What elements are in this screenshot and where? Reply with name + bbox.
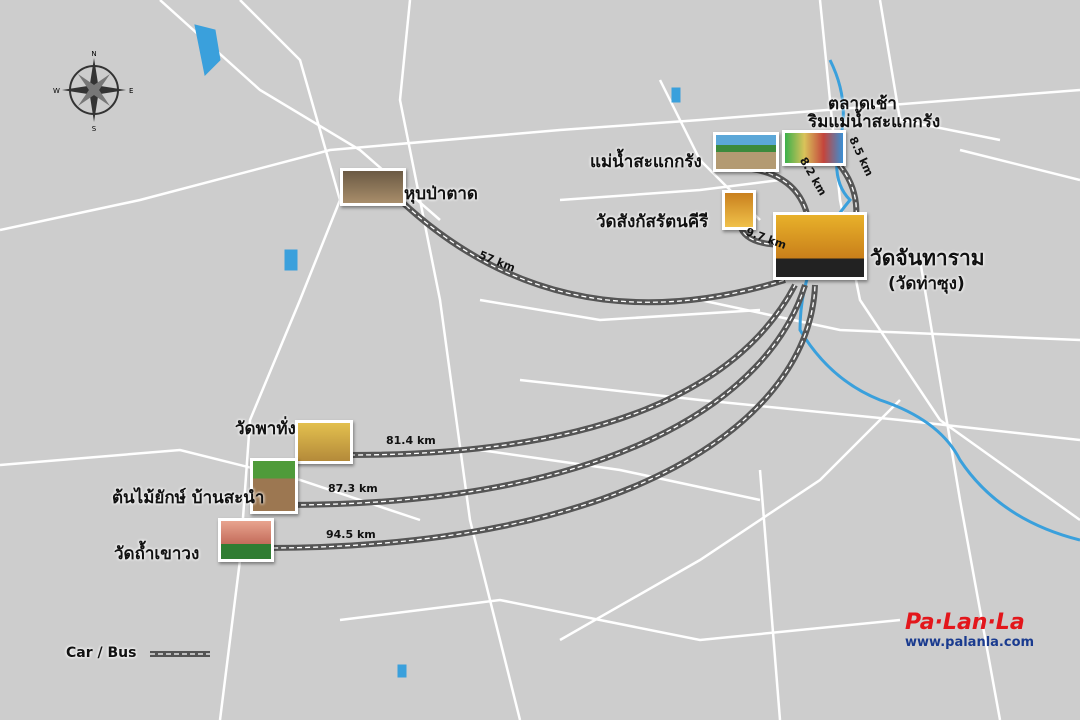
palanla-logo: Pa·Lan·La www.palanla.com: [905, 610, 1034, 650]
route-wat-tham-khao-wong: [264, 284, 818, 551]
legend-label: Car / Bus: [66, 645, 137, 661]
label-wat-pha-thang: วัดพาทั่ง: [235, 419, 296, 439]
label-hub: วัดจันทาราม: [870, 246, 985, 270]
label-river: แม่น้ำสะแกกรัง: [590, 152, 702, 172]
river-icon: [713, 132, 779, 172]
distance-giant-tree: 87.3 km: [328, 482, 378, 495]
wat-pha-thang-icon: [295, 420, 353, 464]
thup-pa-tat-icon: [340, 168, 406, 206]
label-thup-pa-tat: หุบป่าตาด: [404, 184, 478, 204]
wat-tham-khao-wong-icon: [218, 518, 274, 562]
routes: [264, 157, 860, 551]
compass-s: S: [92, 125, 97, 133]
compass-n: N: [91, 50, 96, 58]
wat-sangkat-icon: [722, 190, 756, 230]
hub-temple-icon: [773, 212, 867, 280]
label-giant-tree: ต้นไม้ยักษ์ บ้านสะนำ: [112, 488, 265, 508]
giant-tree-icon: [250, 458, 298, 514]
distance-wat-tham-khao-wong: 94.5 km: [326, 528, 376, 541]
compass-icon: N S E W: [53, 50, 133, 133]
compass-w: W: [53, 87, 60, 95]
route-giant-tree: [284, 284, 808, 508]
logo-url: www.palanla.com: [905, 635, 1035, 650]
label-wat-sangkat: วัดสังกัสรัตนคีรี: [596, 212, 709, 232]
distance-wat-pha-thang: 81.4 km: [386, 434, 436, 447]
label-market-2: ริมแม่น้ำสะแกกรัง: [808, 112, 941, 132]
label-market-1: ตลาดเช้า: [828, 94, 897, 114]
logo-brand: Pa·Lan·La: [905, 610, 1025, 635]
label-wat-tham-khao-wong: วัดถ้ำเขาวง: [114, 544, 200, 564]
market-icon: [782, 130, 846, 166]
compass-e: E: [129, 87, 133, 95]
label-hub-alt: (วัดท่าซุง): [888, 274, 965, 294]
water: [194, 24, 1080, 678]
